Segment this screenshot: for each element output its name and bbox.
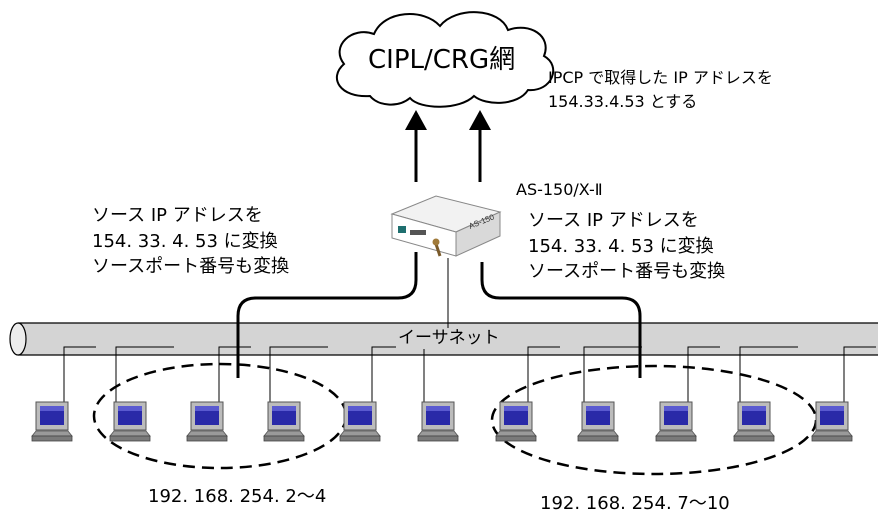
ethernet-label: イーサネット xyxy=(396,328,502,350)
router-device-icon: AS-150 xyxy=(390,195,502,257)
ipcp-note-line1: IPCP で取得した IP アドレスを xyxy=(548,68,773,87)
right-nat-note-line3: ソースポート番号も変換 xyxy=(528,261,726,282)
router-antenna-base xyxy=(432,238,440,246)
pc-drop-line xyxy=(583,346,642,403)
right-nat-note-line2: 154. 33. 4. 53 に変換 xyxy=(528,235,714,257)
pc-drop-line xyxy=(687,346,720,403)
computer-icon xyxy=(577,401,619,442)
group-left-range: 192. 168. 254. 2～4 xyxy=(148,486,327,507)
computer-icon xyxy=(811,401,853,442)
pc-drop-line xyxy=(843,346,876,403)
router-antenna xyxy=(434,243,442,257)
computer-icon xyxy=(495,401,537,442)
left-nat-flow xyxy=(236,252,418,378)
router-led-panel xyxy=(410,230,426,235)
pc-drop-line xyxy=(527,346,560,403)
pc-drop-line xyxy=(269,346,328,403)
pc-drop-line xyxy=(115,346,174,403)
pipe-end-cap xyxy=(9,322,27,356)
ipcp-note: IPCP で取得した IP アドレスを 154.33.4.53 とする xyxy=(548,68,773,112)
left-nat-note-line2: 154. 33. 4. 53 に変換 xyxy=(92,230,278,252)
cloud-label: CIPL/CRG網 xyxy=(368,45,516,75)
device-model-label: AS-150/X-Ⅱ xyxy=(516,180,603,199)
left-nat-note-line1: ソース IP アドレスを xyxy=(92,205,263,226)
right-nat-note-line1: ソース IP アドレスを xyxy=(528,210,699,231)
pc-drop-line xyxy=(63,346,96,403)
computer-icon xyxy=(733,401,775,442)
group-right-range: 192. 168. 254. 7～10 xyxy=(540,493,730,514)
internet-cloud-icon xyxy=(335,11,555,108)
computer-icon xyxy=(186,401,228,442)
pc-drop-line xyxy=(739,346,798,403)
left-nat-note-line3: ソースポート番号も変換 xyxy=(92,256,290,277)
uplink-arrows xyxy=(405,110,491,182)
right-nat-flow xyxy=(480,262,642,378)
computer-icon xyxy=(109,401,151,442)
computer-icon xyxy=(655,401,697,442)
uplink-left-arrowhead xyxy=(405,110,427,130)
pc-row xyxy=(31,401,853,442)
pc-drop-line xyxy=(218,346,251,403)
nat-flow-lines xyxy=(236,252,642,378)
ipcp-note-line2: 154.33.4.53 とする xyxy=(548,92,698,111)
computer-icon xyxy=(263,401,305,442)
computer-icon xyxy=(339,401,381,442)
left-nat-note: ソース IP アドレスを 154. 33. 4. 53 に変換 ソースポート番号… xyxy=(92,205,289,279)
computer-icon xyxy=(417,401,459,442)
right-nat-note: ソース IP アドレスを 154. 33. 4. 53 に変換 ソースポート番号… xyxy=(528,210,725,284)
uplink-right-arrowhead xyxy=(469,110,491,130)
router-port xyxy=(398,226,406,233)
computer-icon xyxy=(31,401,73,442)
pc-drop-line xyxy=(371,346,404,403)
